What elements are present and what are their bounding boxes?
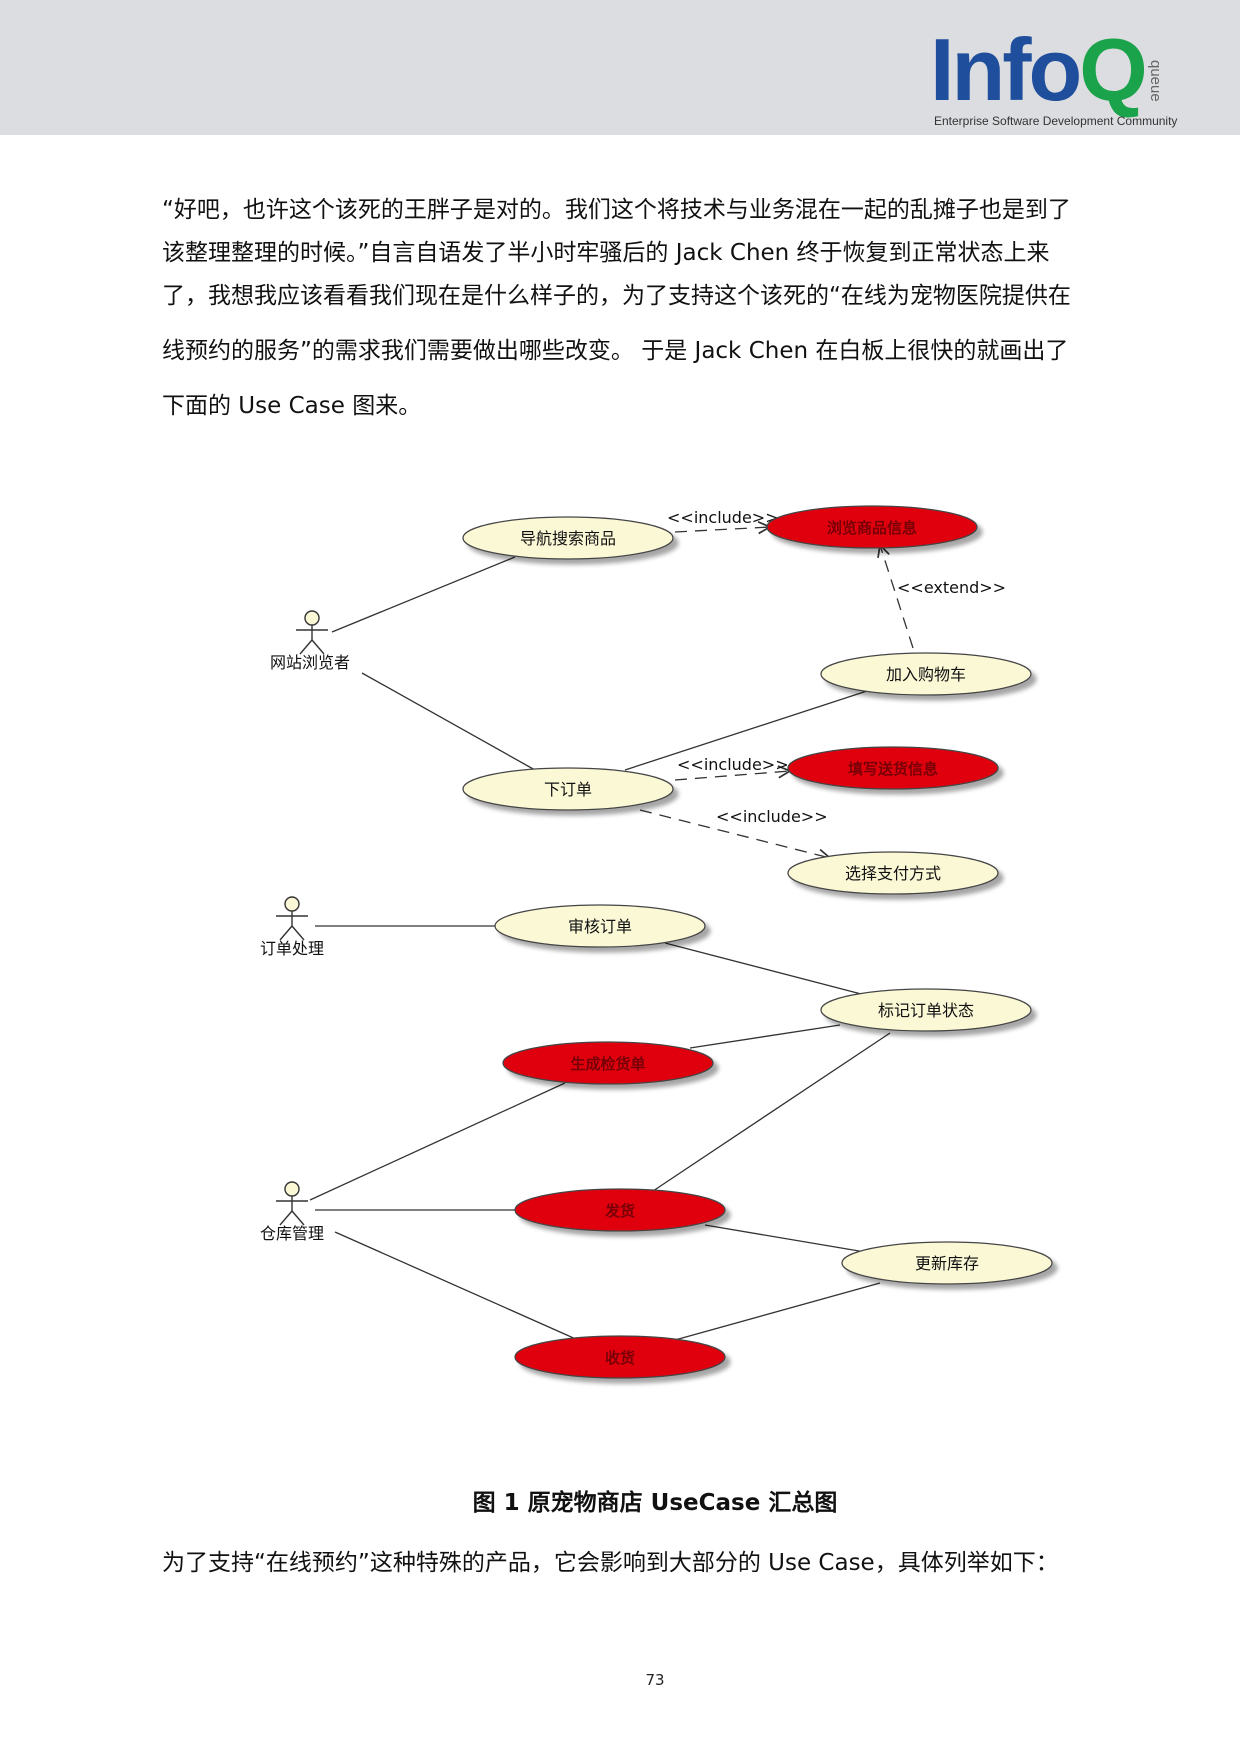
logo-queue-text: queue [1147, 60, 1164, 102]
logo-tagline: Enterprise Software Development Communit… [934, 114, 1178, 128]
use-case-label: 填写送货信息 [848, 760, 938, 778]
use-case-choose-payment: 选择支付方式 [787, 851, 999, 895]
use-case-browse-info: 浏览商品信息 [766, 505, 978, 549]
actor-leg [291, 1210, 305, 1226]
use-case-label: 下订单 [544, 780, 592, 799]
use-case-shape [820, 652, 1032, 696]
assoc-warehouse-picklist [309, 1082, 566, 1201]
actors: 网站浏览者 订单处理 仓库管理 [260, 610, 350, 1243]
use-case-shape [502, 1041, 714, 1085]
actor-order-handler: 订单处理 [260, 896, 324, 958]
use-cases: 导航搜索商品 浏览商品信息 加入购物车 下订单 填写送货信息 选择支付方式 审核… [462, 505, 1053, 1379]
use-case-fill-shipping: 填写送货信息 [787, 746, 999, 790]
closing-paragraph: 为了支持“在线预约”这种特殊的产品，它会影响到大部分的 Use Case，具体列… [162, 1550, 1059, 1576]
intro-paragraph: “好吧，也许这个该死的王胖子是对的。我们这个将技术与业务混在一起的乱摊子也是到了… [162, 190, 1162, 431]
use-case-label: 标记订单状态 [878, 1001, 974, 1020]
use-case-label: 审核订单 [568, 917, 632, 936]
assoc-warehouse-receive [334, 1231, 579, 1341]
use-case-label: 生成检货单 [570, 1055, 645, 1073]
include-label: <<include>> [677, 755, 789, 774]
actor-leg [279, 1210, 293, 1226]
intro-line: 线预约的服务”的需求我们需要做出哪些改变。 于是 Jack Chen 在白板上很… [162, 338, 1069, 364]
use-case-label: 更新库存 [915, 1254, 979, 1273]
intro-line: 了，我想我应该看看我们现在是什么样子的，为了支持这个该死的“在线为宠物医院提供在 [162, 283, 1071, 309]
actor-label: 网站浏览者 [270, 653, 350, 672]
use-case-diagram: <<include>> <<extend>> <<include>> <<inc… [260, 505, 1053, 1379]
intro-line: 下面的 Use Case 图来。 [162, 393, 422, 419]
use-case-shape [462, 516, 674, 560]
extend-label: <<extend>> [897, 578, 1006, 597]
logo-letters: InfoQ [930, 20, 1148, 119]
use-case-label: 浏览商品信息 [827, 519, 917, 537]
actor-browser: 网站浏览者 [270, 610, 350, 672]
use-case-label: 选择支付方式 [845, 864, 941, 883]
use-case-review-order: 审核订单 [494, 904, 706, 948]
use-case-nav-search: 导航搜索商品 [462, 516, 674, 560]
figure-caption: 图 1 原宠物商店 UseCase 汇总图 [472, 1490, 838, 1516]
use-case-shape [494, 904, 706, 948]
actor-leg [291, 925, 305, 941]
use-case-gen-picklist: 生成检货单 [502, 1041, 714, 1085]
assoc-picklist-mark [689, 1024, 841, 1049]
association-lines [309, 556, 891, 1341]
use-case-shape [514, 1335, 726, 1379]
use-case-place-order: 下订单 [462, 767, 674, 811]
actor-warehouse: 仓库管理 [260, 1181, 324, 1243]
use-case-shape [514, 1188, 726, 1232]
logo-wordmark: InfoQ [930, 26, 1148, 114]
dependency-arrows [639, 527, 914, 858]
page-number: 73 [645, 1671, 665, 1689]
use-case-shape [462, 767, 674, 811]
intro-line: 该整理整理的时候。”自言自语发了半小时牢骚后的 Jack Chen 终于恢复到正… [162, 240, 1050, 266]
assoc-receive-stock [674, 1282, 881, 1341]
use-case-shape [766, 505, 978, 549]
use-case-label: 发货 [604, 1202, 635, 1220]
include-label: <<include>> [716, 807, 828, 826]
use-case-label: 加入购物车 [886, 665, 966, 684]
include-label: <<include>> [667, 508, 779, 527]
actor-head [304, 610, 320, 626]
actor-leg [279, 925, 293, 941]
assoc-ship-stock [704, 1224, 866, 1253]
infoq-logo: InfoQ queue Enterprise Software Developm… [930, 26, 1190, 129]
actor-head [284, 896, 300, 912]
assoc-order-cart [624, 689, 871, 771]
logo-q-letter: Q [1079, 20, 1147, 119]
assoc-browser-nav [331, 556, 516, 633]
use-case-shape [841, 1241, 1053, 1285]
use-case-label: 导航搜索商品 [520, 529, 616, 548]
include-arrow-nav-browse [674, 527, 770, 532]
use-case-mark-status: 标记订单状态 [820, 988, 1032, 1032]
assoc-browser-order [361, 672, 536, 771]
use-case-label: 收货 [605, 1349, 635, 1367]
assoc-review-mark [664, 942, 866, 996]
actor-label: 订单处理 [260, 939, 324, 958]
actor-head [284, 1181, 300, 1197]
use-case-shape [787, 851, 999, 895]
actor-leg [311, 639, 325, 655]
use-case-update-stock: 更新库存 [841, 1241, 1053, 1285]
actor-leg [299, 639, 313, 655]
stereotype-labels: <<include>> <<extend>> <<include>> <<inc… [667, 508, 1006, 826]
use-case-shape [787, 746, 999, 790]
intro-line: “好吧，也许这个该死的王胖子是对的。我们这个将技术与业务混在一起的乱摊子也是到了 [162, 197, 1071, 223]
header-band: InfoQ queue Enterprise Software Developm… [0, 0, 1240, 135]
use-case-add-cart: 加入购物车 [820, 652, 1032, 696]
use-case-receive: 收货 [514, 1335, 726, 1379]
assoc-ship-mark [649, 1032, 891, 1194]
use-case-shape [820, 988, 1032, 1032]
extend-arrow-cart-browse [880, 545, 914, 649]
use-case-ship: 发货 [514, 1188, 726, 1232]
include-arrow-order-payment [639, 809, 830, 858]
actor-label: 仓库管理 [260, 1224, 324, 1243]
